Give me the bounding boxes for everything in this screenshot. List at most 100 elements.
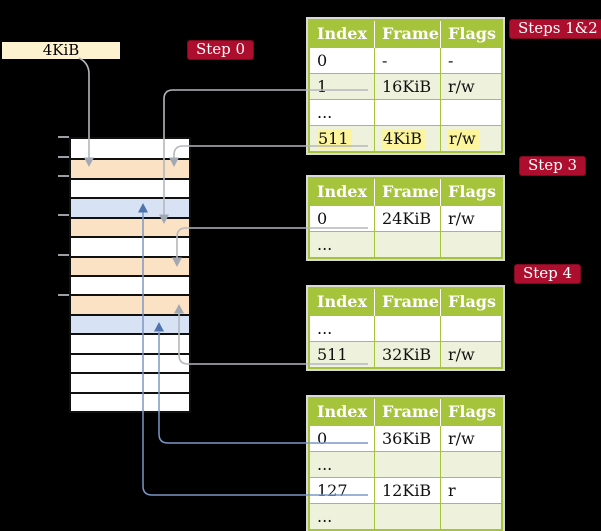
memory-tick xyxy=(58,254,69,256)
frame-address-label: 4KiB xyxy=(2,42,120,59)
table-cell: r/w xyxy=(440,425,503,452)
table-cell-text: 12KiB xyxy=(382,481,432,500)
column-header: Flags xyxy=(440,398,503,426)
memory-tick xyxy=(58,156,69,158)
table-cell-text: 32KiB xyxy=(382,345,432,364)
table-cell: ... xyxy=(308,503,375,531)
table-cell xyxy=(440,451,503,478)
table-cell-text: 24KiB xyxy=(382,209,432,228)
table-cell: 4KiB xyxy=(374,125,441,153)
table-cell: ... xyxy=(308,99,375,126)
table-cell-text: 0 xyxy=(317,51,328,70)
table-cell: - xyxy=(374,47,441,74)
table-cell xyxy=(374,315,441,342)
table-cell-text: r/w xyxy=(448,429,475,448)
memory-tick xyxy=(58,175,69,177)
table-cell xyxy=(440,503,503,531)
table-row: 0 - - xyxy=(308,47,503,74)
table-cell: ... xyxy=(308,231,375,259)
table-cell: 24KiB xyxy=(374,205,441,232)
column-header: Index xyxy=(309,288,375,316)
table-cell: r/w xyxy=(440,125,503,153)
table-cell: 127 xyxy=(308,477,375,504)
memory-frame-row-orange xyxy=(71,158,189,178)
table-cell-text: ... xyxy=(317,235,333,254)
table-cell-text: - xyxy=(382,51,388,70)
memory-frame-row-white xyxy=(71,352,189,373)
table-cell xyxy=(374,99,441,126)
table-cell-text: 16KiB xyxy=(382,77,432,96)
memory-frame-row-white xyxy=(71,236,189,256)
table-cell: ... xyxy=(308,451,375,478)
memory-frame-row-orange xyxy=(71,255,189,275)
table-cell: 32KiB xyxy=(374,341,441,369)
table-cell: 0 xyxy=(308,47,375,74)
badge-step-0: Step 0 xyxy=(187,40,255,60)
table-row: 1 16KiB r/w xyxy=(308,73,503,100)
table-cell-text: 1 xyxy=(317,77,328,96)
column-header: Index xyxy=(309,398,375,426)
memory-frame-row-white xyxy=(71,275,189,295)
table-cell-text: ... xyxy=(317,103,333,122)
column-header: Flags xyxy=(440,178,503,206)
table-row: 127 12KiB r xyxy=(308,477,503,504)
column-header: Frame xyxy=(374,20,441,48)
table-cell-text: r/w xyxy=(448,77,475,96)
badge-step-3: Step 3 xyxy=(519,156,587,176)
table-cell-text: 511 xyxy=(317,345,348,364)
table-cell-text: 4KiB xyxy=(382,129,426,149)
table-cell: r/w xyxy=(440,341,503,369)
table-cell xyxy=(374,503,441,531)
table-row: ... xyxy=(308,99,503,126)
table-cell-text: ... xyxy=(317,319,333,338)
table-cell-text: r/w xyxy=(448,209,475,228)
memory-frame-row-white xyxy=(71,391,189,411)
table-row: ... xyxy=(308,503,503,531)
column-header: Frame xyxy=(374,288,441,316)
table-cell-text: 0 xyxy=(317,429,328,448)
table-cell: 511 xyxy=(308,125,375,153)
table-cell-text: r/w xyxy=(448,345,475,364)
table-cell-text: ... xyxy=(317,507,333,526)
table-cell: 0 xyxy=(308,425,375,452)
memory-frame-row-white xyxy=(71,177,189,198)
memory-frame-row-white xyxy=(71,372,189,392)
table-row: 511 32KiB r/w xyxy=(308,341,503,369)
table-cell: 0 xyxy=(308,205,375,232)
table-cell: ... xyxy=(308,315,375,342)
column-header: Flags xyxy=(440,20,503,48)
table-cell-text: 511 xyxy=(317,129,352,149)
memory-frame-row-orange xyxy=(71,294,189,314)
table-row: ... xyxy=(308,451,503,478)
table-cell-text: - xyxy=(448,51,454,70)
memory-tick xyxy=(58,136,69,138)
physical-memory-strip xyxy=(69,137,191,413)
table-cell-text: r xyxy=(448,481,456,500)
table-cell: r/w xyxy=(440,73,503,100)
table-cell xyxy=(440,99,503,126)
table-row: 511 4KiB r/w xyxy=(308,125,503,153)
table-cell: r xyxy=(440,477,503,504)
table-cell: 36KiB xyxy=(374,425,441,452)
table-cell-text: ... xyxy=(317,455,333,474)
table-cell: - xyxy=(440,47,503,74)
table-row: 0 36KiB r/w xyxy=(308,425,503,452)
badge-steps-1-2: Steps 1&2 xyxy=(509,19,601,39)
table-cell: 511 xyxy=(308,341,375,369)
table-row: ... xyxy=(308,231,503,259)
table-cell: r/w xyxy=(440,205,503,232)
table-cell-text: 127 xyxy=(317,481,348,500)
memory-frame-row-white xyxy=(71,333,189,353)
table-cell: 16KiB xyxy=(374,73,441,100)
column-header: Index xyxy=(309,20,375,48)
table-cell xyxy=(374,451,441,478)
memory-frame-row-white xyxy=(71,139,189,159)
table-cell xyxy=(440,231,503,259)
table-cell xyxy=(440,315,503,342)
memory-tick xyxy=(58,214,69,216)
